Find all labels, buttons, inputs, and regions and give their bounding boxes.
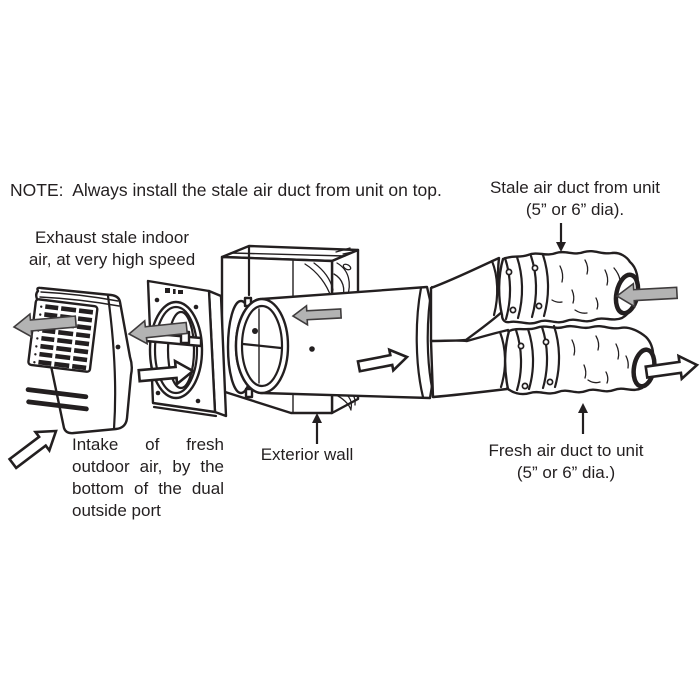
intake-label-line4: outside port [72, 501, 161, 520]
exhaust-to-room-arrow [12, 312, 78, 339]
stale-duct-pointer [556, 223, 566, 252]
stale-air-duct [497, 249, 641, 325]
duct-splitter [429, 256, 514, 399]
fresh-air-duct [503, 324, 657, 396]
exterior-wall-label: Exterior wall [260, 445, 354, 464]
bottom-vents [25, 387, 89, 412]
tube-end-collar [415, 286, 425, 399]
stale-duct-label-line2: (5” or 6” dia). [525, 200, 625, 219]
exhaust-label-line1: Exhaust stale indoor [34, 228, 190, 247]
stale-air-through-plate-arrow [127, 319, 189, 346]
fresh-air-in-tube-arrow [356, 347, 410, 373]
stale-duct-label-line1: Stale air duct from unit [489, 178, 661, 197]
wall-tube [234, 285, 436, 400]
leader-arrows [312, 223, 588, 444]
exhaust-label-line2: air, at very high speed [28, 250, 196, 269]
stale-air-duct-inlet-arrow [615, 282, 679, 309]
exhaust-label: Exhaust stale indoor air, at very high s… [12, 227, 212, 271]
indoor-unit [25, 286, 133, 435]
stale-duct-label: Stale air duct from unit (5” or 6” dia). [465, 177, 685, 221]
intake-label-line2: outdoor air, by the [72, 457, 224, 476]
intake-label: Intake of fresh outdoor air, by the bott… [72, 434, 224, 522]
intake-label-line3: bottom of the dual [72, 479, 224, 498]
fresh-duct-label-line1: Fresh air duct to unit [488, 441, 644, 460]
louver-panel [27, 298, 99, 373]
fresh-air-through-plate-arrow [137, 358, 196, 387]
fresh-duct-label-line2: (5” or 6” dia.) [516, 463, 616, 482]
fresh-air-intake-arrow [7, 429, 58, 470]
duct-wrinkles [571, 335, 629, 384]
intake-label-line1: Intake of fresh [72, 435, 224, 454]
airflow-arrows [7, 282, 700, 470]
duct-wrinkles [551, 259, 621, 314]
fresh-duct-pointer [578, 403, 588, 434]
mounting-plate [144, 279, 228, 418]
fan-mount-bar [241, 342, 283, 350]
exterior-wall-pointer [312, 413, 322, 444]
fresh-duct-label: Fresh air duct to unit (5” or 6” dia.) [456, 440, 676, 484]
fresh-air-duct-outlet-arrow [644, 353, 700, 382]
stale-air-in-tube-arrow [291, 304, 343, 327]
note-text: NOTE: Always install the stale air duct … [10, 180, 442, 200]
